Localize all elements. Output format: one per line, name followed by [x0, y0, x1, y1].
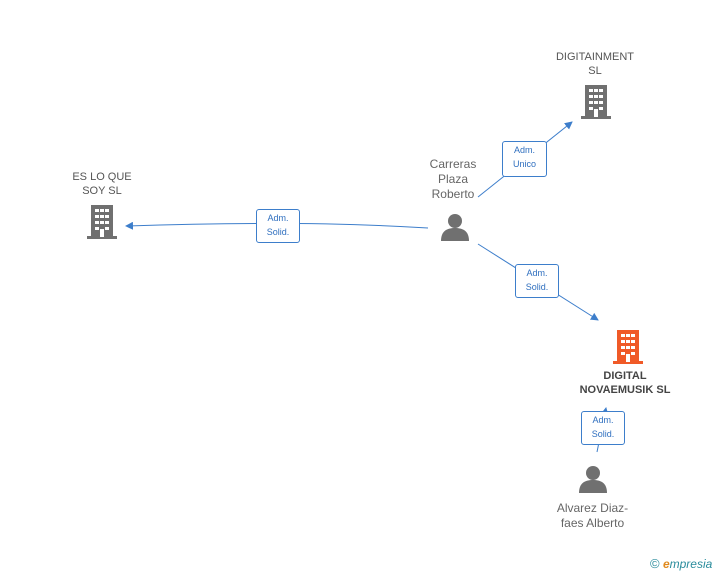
node-label-es-lo-que-soy: ES LO QUE SOY SL	[72, 171, 132, 197]
building-icon-highlighted[interactable]	[613, 330, 643, 364]
brand-name: mpresia	[669, 557, 713, 571]
edge-label-adm-solid[interactable]: Adm. Solid.	[256, 209, 300, 243]
person-icon[interactable]	[440, 212, 470, 242]
node-label-carreras-plaza-roberto: Carreras Plaza Roberto	[429, 157, 477, 201]
edge-label-adm-solid[interactable]: Adm. Solid.	[581, 411, 625, 445]
empresia-logo: © empresia	[650, 556, 712, 571]
brand-e: e	[662, 557, 670, 571]
node-label-digital-novaemusik: DIGITAL NOVAEMUSIK SL	[579, 370, 671, 396]
edge-label-adm-unico[interactable]: Adm. Unico	[502, 141, 547, 177]
node-label-digitainment: DIGITAINMENT SL	[555, 51, 634, 77]
edge-label-adm-solid[interactable]: Adm. Solid.	[515, 264, 559, 298]
building-icon[interactable]	[87, 205, 117, 239]
copyright-icon: ©	[650, 556, 660, 571]
person-icon[interactable]	[578, 464, 608, 494]
node-label-alvarez-diaz-faes-alberto: Alvarez Diaz- faes Alberto	[556, 501, 629, 530]
building-icon[interactable]	[581, 85, 611, 119]
